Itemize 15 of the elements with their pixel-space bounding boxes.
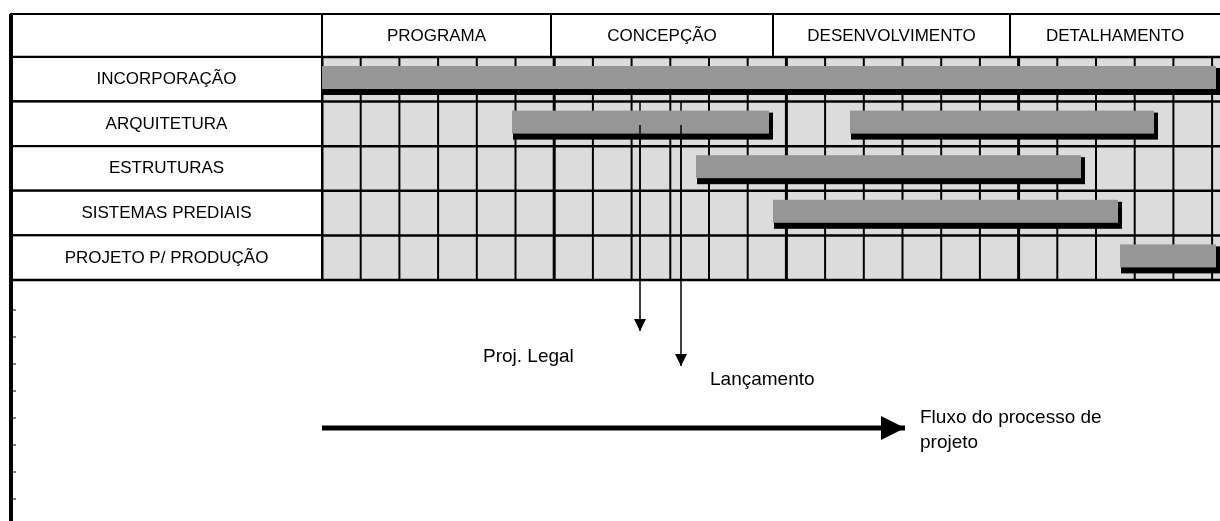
milestone-label: Lançamento xyxy=(674,366,856,391)
row-label: ESTRUTURAS xyxy=(107,157,226,180)
row-label: ARQUITETURA xyxy=(104,112,229,135)
row-label: SISTEMAS PREDIAIS xyxy=(80,202,253,225)
phase-header: DESENVOLVIMENTO xyxy=(806,24,977,47)
milestone-label: Proj. Legal xyxy=(483,331,647,368)
arrow xyxy=(675,124,687,367)
flow-label: Fluxo do processo de projeto xyxy=(905,404,1145,454)
phase-header: DETALHAMENTO xyxy=(1044,24,1186,47)
row-label: INCORPORAÇÃO xyxy=(95,68,238,91)
phase-header: PROGRAMA xyxy=(385,24,488,47)
arrow xyxy=(634,124,646,332)
arrow xyxy=(322,416,905,440)
phase-header: CONCEPÇÃO xyxy=(606,24,718,47)
row-label: PROJETO P/ PRODUÇÃO xyxy=(63,246,270,269)
